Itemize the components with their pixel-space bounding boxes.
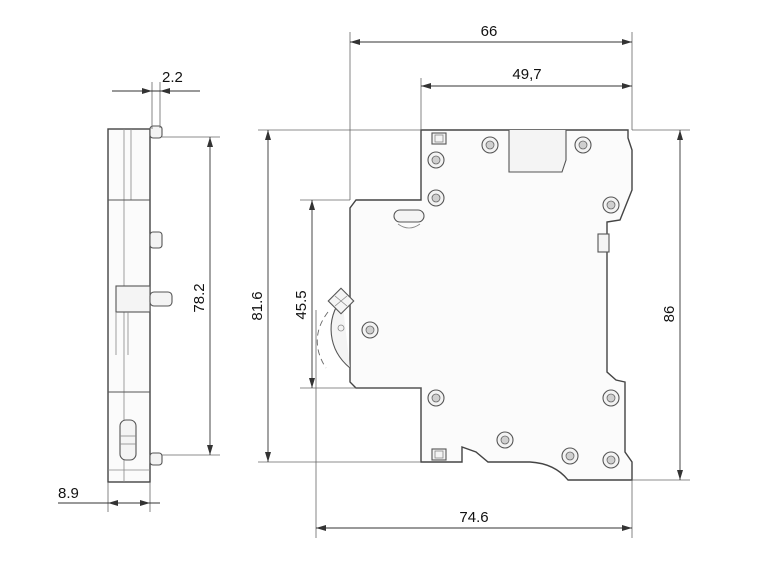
dimension-2-2: 2.2 <box>112 69 200 129</box>
side-top-pin <box>149 125 163 139</box>
side-bottom-clip <box>119 419 137 461</box>
side-view <box>107 125 173 483</box>
side-lever <box>149 291 173 307</box>
front-screw-9 <box>496 431 514 449</box>
front-top-notch <box>508 130 567 173</box>
dimension-49-7: 49,7 <box>420 66 632 130</box>
front-screw-7 <box>427 389 445 407</box>
front-screw-11 <box>602 451 620 469</box>
dimension-86: 86 <box>632 129 690 481</box>
dimension-label-2-2: 2.2 <box>162 69 183 86</box>
front-screw-5 <box>602 196 620 214</box>
dimension-8-9: 8.9 <box>58 482 160 512</box>
dimension-label-74-6: 74.6 <box>459 509 488 526</box>
front-terminal-clip-bottom <box>431 448 447 461</box>
front-screw-3 <box>574 136 592 154</box>
front-side-clip <box>597 233 610 253</box>
front-screw-1 <box>427 151 445 169</box>
front-view <box>316 129 633 481</box>
front-terminal-clip-top <box>431 132 447 145</box>
dimension-45-5: 45.5 <box>293 199 421 389</box>
dimension-81-6: 81.6 <box>249 129 421 463</box>
side-middle-pin <box>149 231 163 249</box>
front-toggle-lever <box>316 287 355 369</box>
front-screw-8 <box>602 389 620 407</box>
dimension-74-6: 74.6 <box>315 310 633 538</box>
dimension-label-81-6: 81.6 <box>249 291 266 320</box>
side-bottom-pin <box>149 452 163 466</box>
dimension-label-45-5: 45.5 <box>293 290 310 319</box>
dimension-label-8-9: 8.9 <box>58 485 79 502</box>
dimension-label-78-2: 78.2 <box>191 283 208 312</box>
front-screw-6 <box>361 321 379 339</box>
dimension-66: 66 <box>349 23 633 200</box>
dimension-label-49-7: 49,7 <box>512 66 541 83</box>
front-view-body <box>349 129 633 481</box>
dimension-label-66: 66 <box>481 23 498 40</box>
front-upper-slot <box>393 209 425 229</box>
dimension-78-2: 78.2 <box>162 136 220 456</box>
front-screw-2 <box>481 136 499 154</box>
dimension-label-86: 86 <box>661 306 678 323</box>
side-lever-housing <box>115 285 151 313</box>
front-screw-4 <box>427 189 445 207</box>
front-screw-10 <box>561 447 579 465</box>
